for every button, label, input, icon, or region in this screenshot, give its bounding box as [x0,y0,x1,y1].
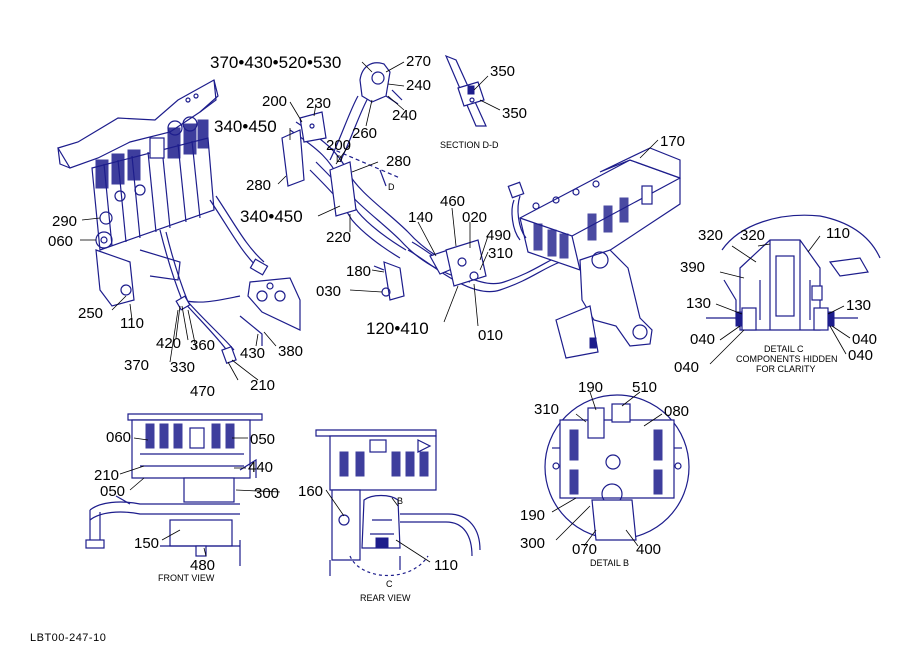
callout-070: 070 [572,541,597,558]
callout-130: 130 [686,295,711,312]
detail-c-caption: DETAIL C [764,344,804,354]
callout-460: 460 [440,193,465,210]
callout-040: 040 [848,347,873,364]
callout-350: 350 [490,63,515,80]
callout-320: 320 [698,227,723,244]
callout-340-450: 340•450 [240,207,303,226]
detail-b-caption: DETAIL B [590,558,629,568]
callout-150: 150 [134,535,159,552]
callout-260: 260 [352,125,377,142]
callout-010: 010 [478,327,503,344]
callout-060: 060 [106,429,131,446]
callout-360: 360 [190,337,215,354]
callout-040: 040 [852,331,877,348]
tube-frame-assembly [281,62,565,301]
drawing-reference: LBT00-247-10 [30,632,106,644]
callout-160: 160 [298,483,323,500]
callout-380: 380 [278,343,303,360]
callout-050: 050 [100,483,125,500]
front-view [85,413,263,566]
callout-030: 030 [316,283,341,300]
callout-labels: 370•430•520•530 270 240 240 260 200 230 … [48,53,877,574]
callout-210: 210 [250,377,275,394]
detail-marker-c: C [386,579,393,589]
callout-340-450: 340•450 [214,117,277,136]
callout-320: 320 [740,227,765,244]
callout-370: 370 [124,357,149,374]
callout-390: 390 [680,259,705,276]
callout-440: 440 [248,459,273,476]
callout-050: 050 [250,431,275,448]
callout-370-430-520-530: 370•430•520•530 [210,53,341,72]
callout-310: 310 [488,245,513,262]
callout-200: 200 [326,137,351,154]
callout-240: 240 [406,77,431,94]
callout-510: 510 [632,379,657,396]
detail-c [706,214,881,331]
callout-300: 300 [254,485,279,502]
callout-300: 300 [520,535,545,552]
callout-060: 060 [48,233,73,250]
front-view-caption: FRONT VIEW [158,573,215,583]
callout-400: 400 [636,541,661,558]
detail-c-note-line2: FOR CLARITY [756,364,816,374]
callout-330: 330 [170,359,195,376]
section-marker-d: D [388,182,395,192]
callout-470: 470 [190,383,215,400]
callout-190: 190 [520,507,545,524]
callout-200: 200 [262,93,287,110]
callout-140: 140 [408,209,433,226]
callout-110: 110 [826,225,850,242]
callout-190: 190 [578,379,603,396]
section-dd-caption: SECTION D-D [440,140,499,150]
section-d-d [444,54,487,127]
rear-view-caption: REAR VIEW [360,593,411,603]
callout-170: 170 [660,133,685,150]
callout-280: 280 [386,153,411,170]
rear-view [315,429,481,577]
callout-230: 230 [306,95,331,112]
detail-b [544,394,690,541]
detail-marker-b: B [397,496,403,506]
callout-240: 240 [392,107,417,124]
callout-290: 290 [52,213,77,230]
callout-040: 040 [690,331,715,348]
callout-310: 310 [534,401,559,418]
callout-220: 220 [326,229,351,246]
left-valve-assembly [57,79,301,365]
callout-130: 130 [846,297,871,314]
callout-350: 350 [502,105,527,122]
callout-490: 490 [486,227,511,244]
right-valve-assembly [507,147,681,359]
callout-480: 480 [190,557,215,574]
section-marker-d: D [336,154,343,164]
callout-280: 280 [246,177,271,194]
callout-020: 020 [462,209,487,226]
view-captions: SECTION D-D DETAIL C COMPONENTS HIDDEN F… [158,140,838,603]
callout-430: 430 [240,345,265,362]
leader-lines [80,61,851,563]
callout-120-410: 120•410 [366,319,429,338]
callout-210: 210 [94,467,119,484]
callout-040: 040 [674,359,699,376]
callout-080: 080 [664,403,689,420]
callout-270: 270 [406,53,431,70]
callout-180: 180 [346,263,371,280]
callout-110: 110 [434,557,458,574]
detail-c-note-line1: COMPONENTS HIDDEN [736,354,838,364]
callout-250: 250 [78,305,103,322]
callout-110: 110 [120,315,144,332]
callout-420: 420 [156,335,181,352]
